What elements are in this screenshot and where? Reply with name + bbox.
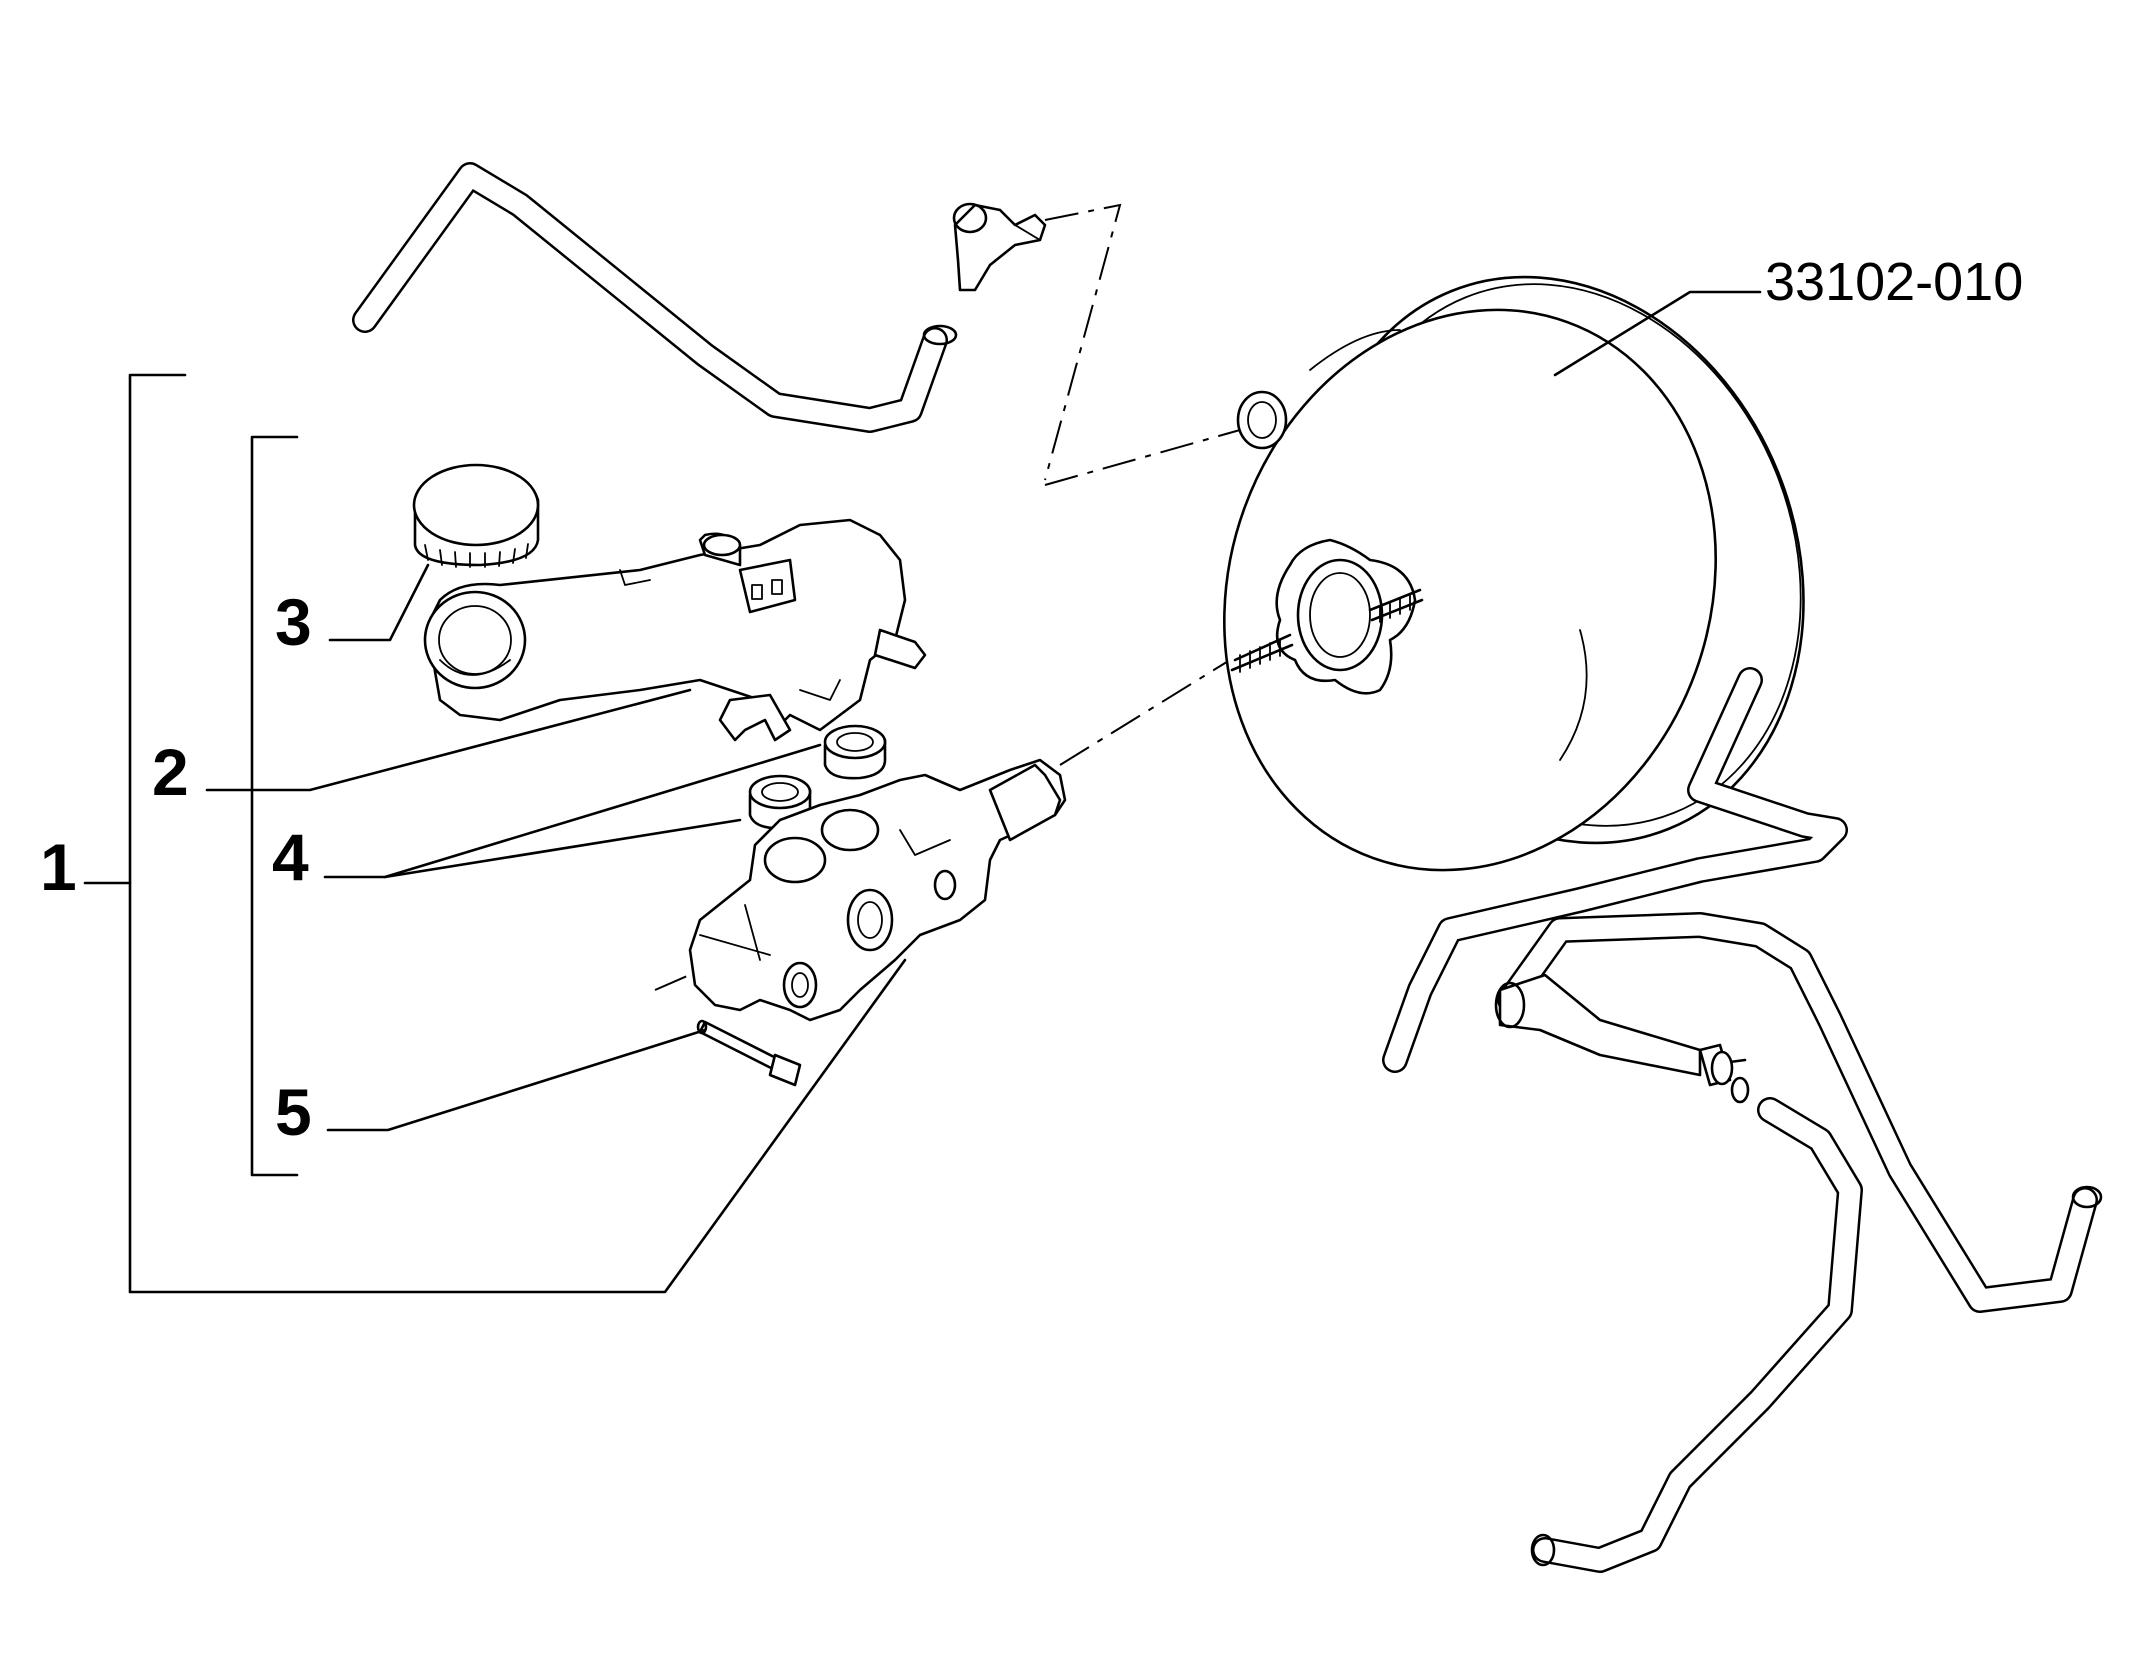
reservoir-seal-1 (823, 724, 887, 780)
vacuum-hose-lower (1382, 667, 2103, 1573)
label-reference-number: 33102-010 (1765, 252, 2023, 312)
label-item-5: 5 (275, 1075, 312, 1149)
vacuum-hose-upper (352, 162, 958, 433)
brake-booster (1223, 275, 1805, 872)
leader-lines (83, 290, 1762, 1294)
retaining-pin (696, 1019, 802, 1087)
brake-fluid-reservoir (423, 518, 927, 742)
label-item-3: 3 (275, 585, 312, 659)
check-valve (952, 202, 1047, 292)
reservoir-cap (412, 463, 540, 568)
label-item-2: 2 (152, 735, 189, 809)
label-item-1: 1 (40, 830, 77, 904)
label-item-4: 4 (272, 820, 309, 894)
master-cylinder (688, 758, 1067, 1022)
